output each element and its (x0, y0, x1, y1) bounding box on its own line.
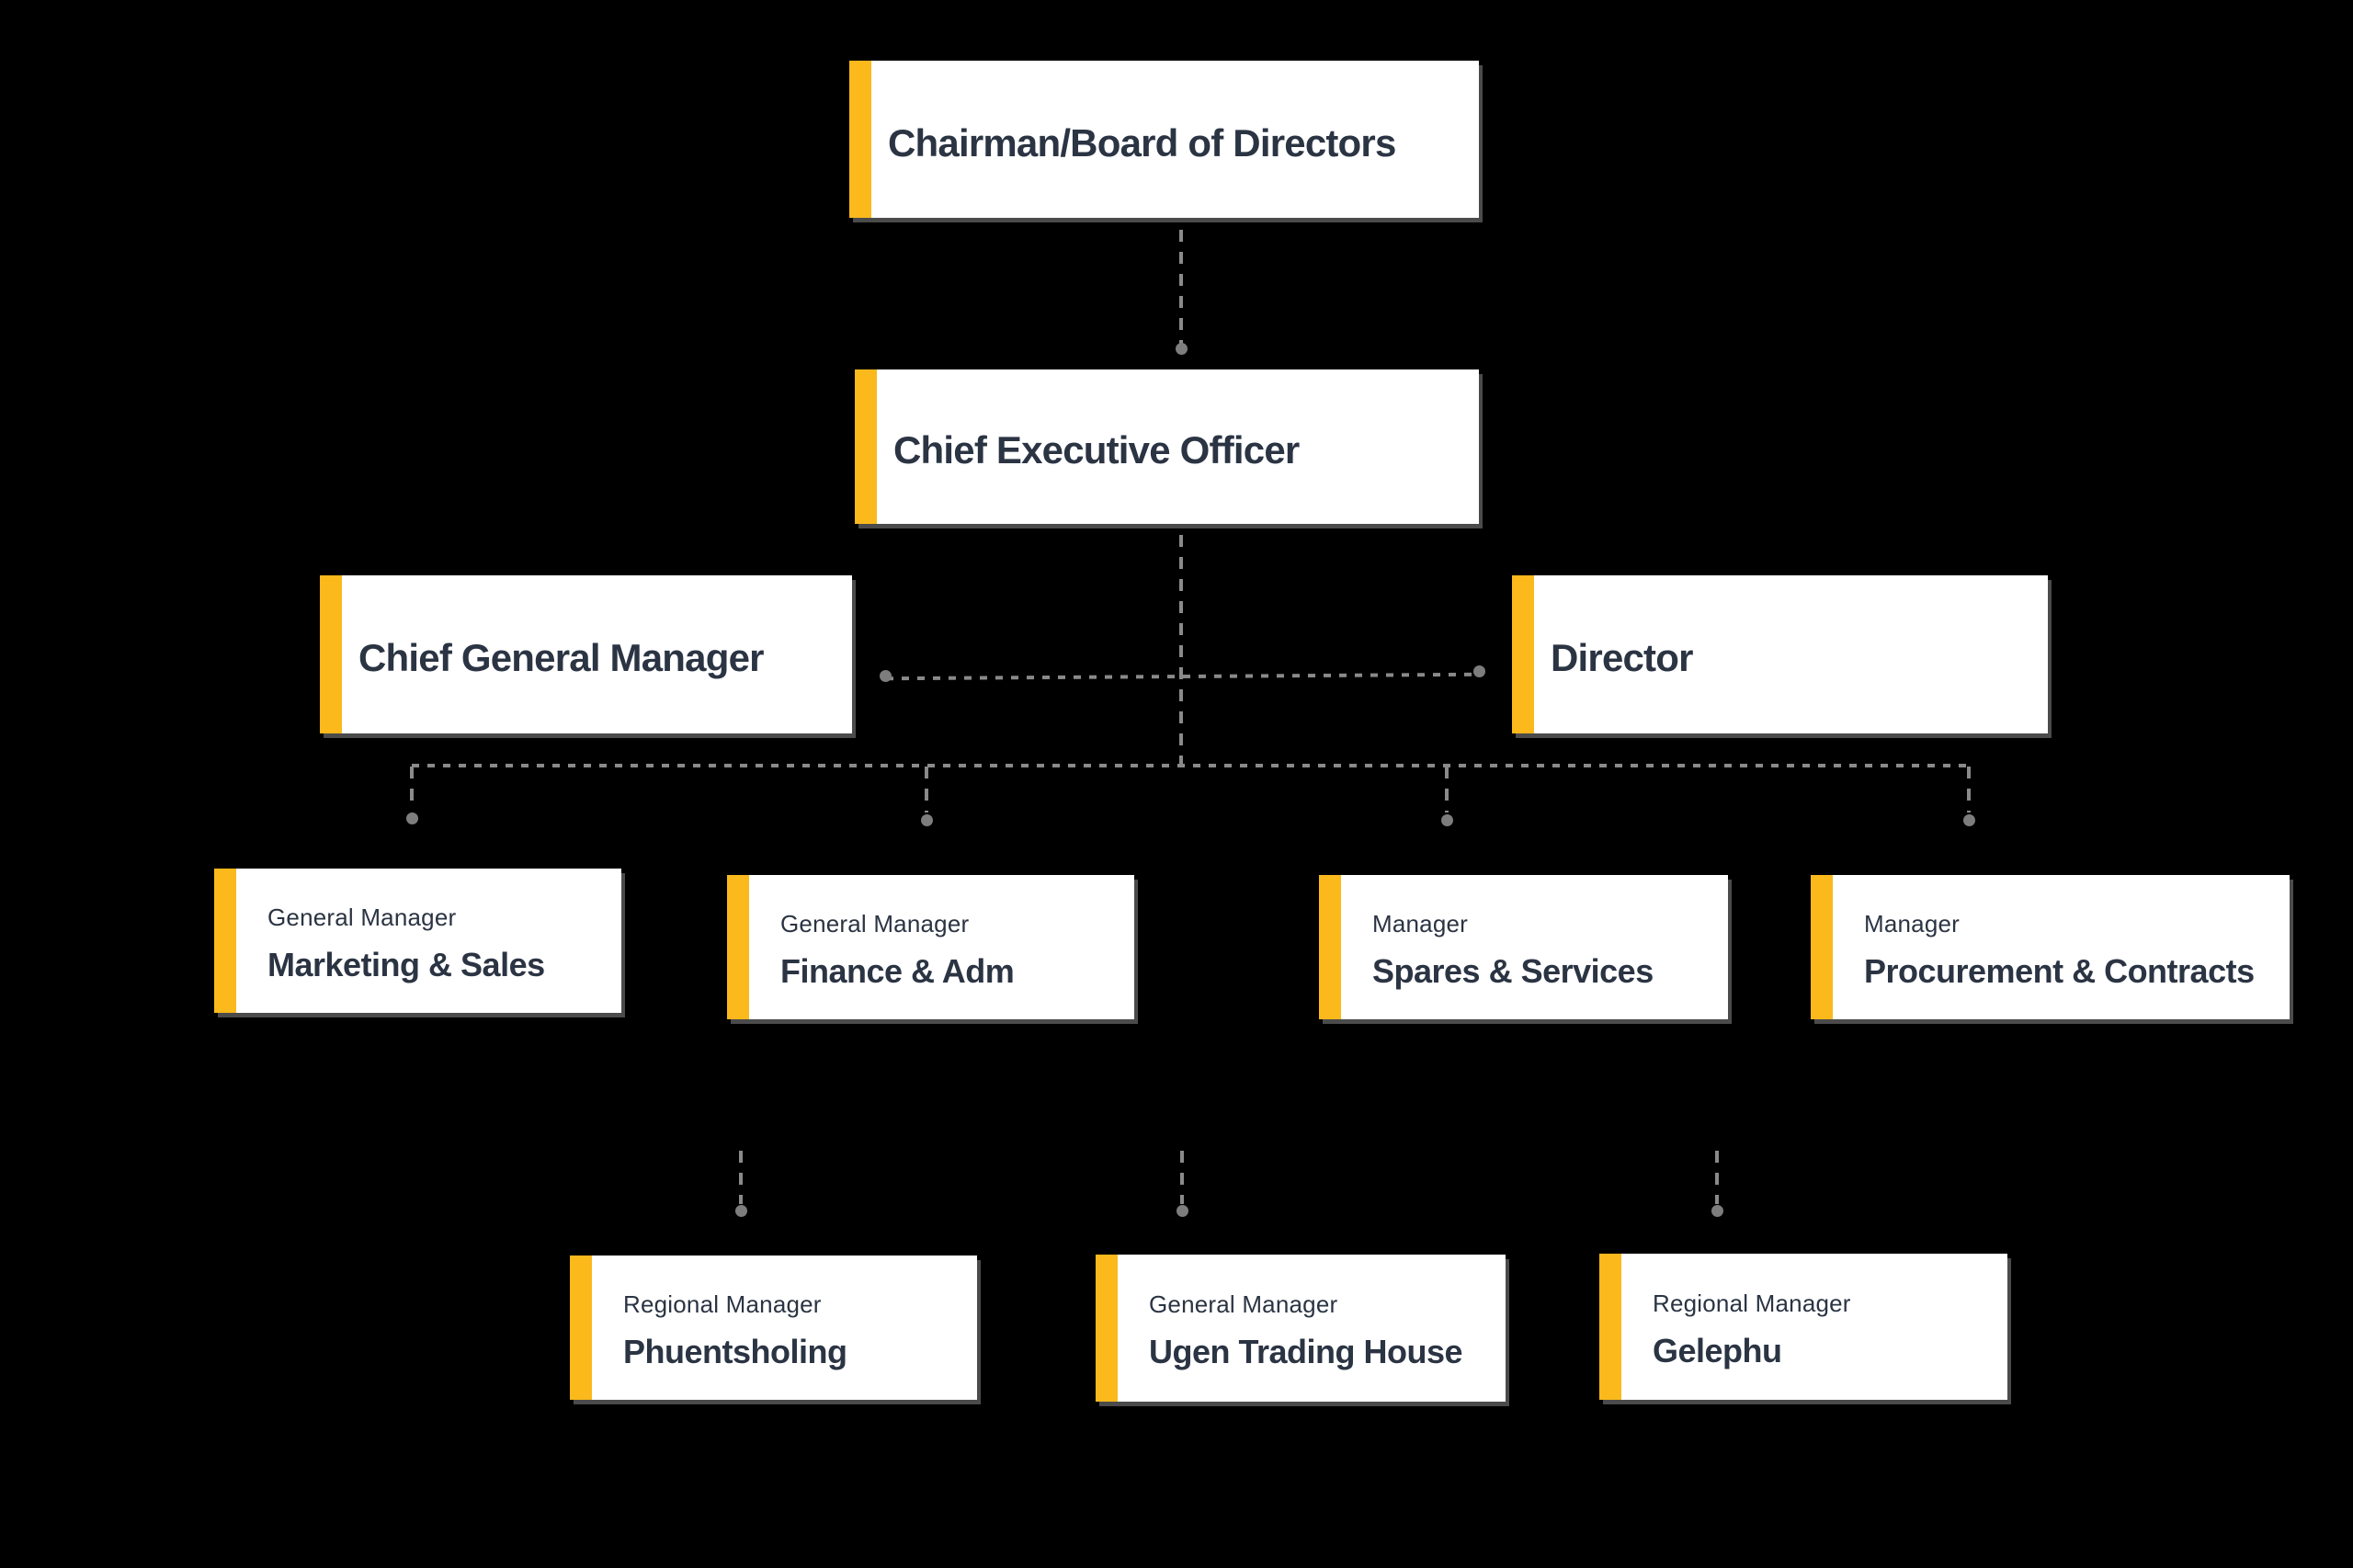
node-title: Chief General Manager (358, 636, 764, 679)
node-title: Director (1551, 636, 1693, 679)
connector-dot (880, 670, 892, 682)
connector-line-ceo-down (1179, 535, 1183, 766)
accent-bar (570, 1256, 592, 1400)
org-node-spares-services[interactable]: Manager Spares & Services (1319, 875, 1728, 1019)
org-node-chief-general-manager[interactable]: Chief General Manager (320, 575, 852, 733)
connector-dot (1963, 814, 1975, 826)
node-title: Marketing & Sales (267, 945, 545, 983)
node-role-label: Manager (1372, 909, 1469, 937)
node-title: Ugen Trading House (1149, 1333, 1463, 1370)
connector-line-level4-bus (412, 764, 1969, 767)
node-role-label: General Manager (1149, 1290, 1338, 1318)
accent-bar (1319, 875, 1341, 1019)
node-role-label: General Manager (267, 903, 457, 931)
connector-line-cgm-director (885, 672, 1481, 681)
org-node-director[interactable]: Director (1512, 575, 2048, 733)
connector-drop-gelephu (1715, 1151, 1719, 1204)
org-node-ugen-trading-house[interactable]: General Manager Ugen Trading House (1096, 1255, 1506, 1402)
connector-dot (1441, 814, 1453, 826)
accent-bar (1599, 1254, 1621, 1400)
org-node-procurement-contracts[interactable]: Manager Procurement & Contracts (1811, 875, 2290, 1019)
accent-bar (727, 875, 749, 1019)
connector-dot (735, 1205, 747, 1217)
node-role-label: Regional Manager (623, 1290, 822, 1318)
connector-drop-ugen (1180, 1151, 1184, 1204)
node-role-label: Regional Manager (1653, 1289, 1851, 1317)
accent-bar (1512, 575, 1534, 733)
connector-drop-spares (1445, 767, 1449, 812)
connector-drop-phuentsholing (739, 1151, 743, 1204)
org-node-marketing-sales[interactable]: General Manager Marketing & Sales (214, 869, 621, 1013)
org-node-finance-adm[interactable]: General Manager Finance & Adm (727, 875, 1134, 1019)
connector-line-chairman-ceo (1179, 230, 1183, 344)
node-role-label: Manager (1864, 909, 1961, 937)
node-title: Chief Executive Officer (893, 428, 1300, 472)
connector-drop-marketing (410, 767, 414, 811)
node-role-label: General Manager (780, 909, 970, 937)
connector-dot (921, 814, 933, 826)
accent-bar (214, 869, 236, 1013)
connector-drop-finance (925, 767, 928, 812)
accent-bar (855, 369, 877, 524)
connector-dot (1711, 1205, 1723, 1217)
node-title: Gelephu (1653, 1331, 1782, 1369)
node-title: Procurement & Contracts (1864, 951, 2255, 990)
connector-dot (1176, 343, 1188, 355)
connector-dot (1473, 665, 1485, 677)
org-node-ceo[interactable]: Chief Executive Officer (855, 369, 1479, 524)
accent-bar (320, 575, 342, 733)
org-node-phuentsholing[interactable]: Regional Manager Phuentsholing (570, 1256, 977, 1400)
node-title: Spares & Services (1372, 951, 1654, 990)
org-node-gelephu[interactable]: Regional Manager Gelephu (1599, 1254, 2007, 1400)
accent-bar (1811, 875, 1833, 1019)
node-title: Finance & Adm (780, 951, 1015, 990)
node-title: Chairman/Board of Directors (888, 120, 1396, 165)
connector-dot (406, 812, 418, 824)
accent-bar (1096, 1255, 1118, 1402)
accent-bar (849, 61, 871, 218)
connector-dot (1176, 1205, 1188, 1217)
org-node-chairman[interactable]: Chairman/Board of Directors (849, 61, 1479, 218)
connector-drop-procurement (1967, 767, 1971, 812)
node-title: Phuentsholing (623, 1332, 847, 1370)
